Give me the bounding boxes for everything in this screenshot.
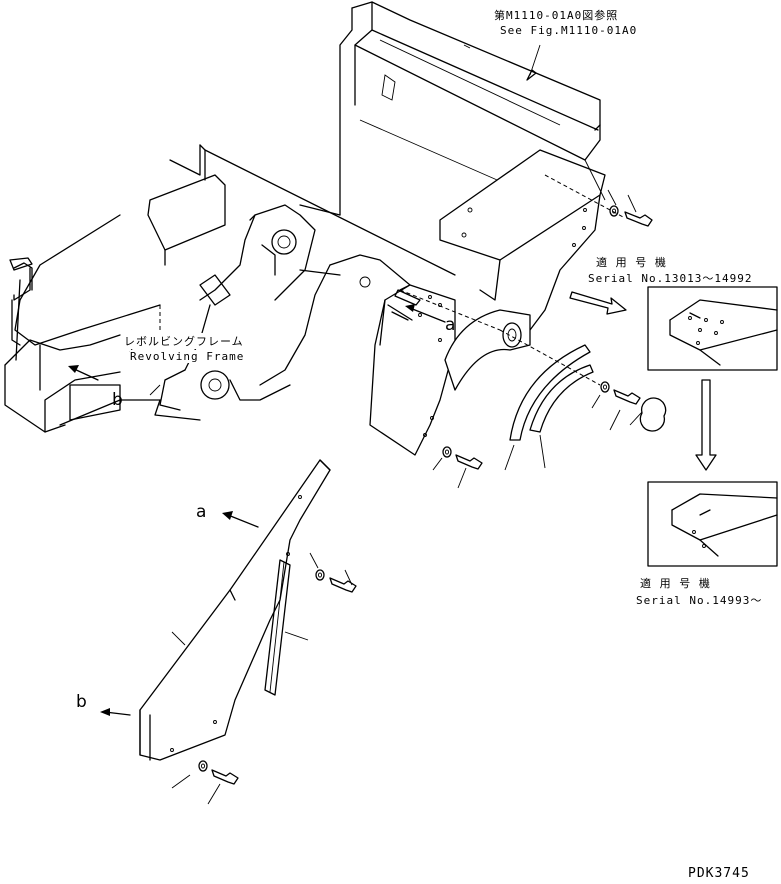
bolt-set-upper [584,159,653,227]
drawing-code: PDK3745 [688,866,750,881]
mark-b-lower: b [76,692,87,712]
revolving-frame [4,144,456,433]
serial-top-label-jp: 適 用 号 機 [596,256,667,269]
revolving-frame-label-en: Revolving Frame [130,350,245,363]
detached-seal-strip [264,559,291,696]
serial-top-label-en: Serial No.13013～14992 [588,272,753,285]
counterweight-box [439,124,606,331]
bolt-set-bottom [171,760,239,805]
detail-arrow-right [569,291,627,315]
bolt-set-lower-center [432,434,546,489]
ref-fig-label-en: See Fig.M1110-01A0 [500,24,638,37]
serial-bottom-label-en: Serial No.14993～ [636,594,763,607]
ref-fig-label-jp: 第M1110-01A0図参照 [494,9,619,22]
mark-a-lower: a [196,502,207,522]
pivot-bracket [444,309,531,391]
mark-a-upper: a [445,315,456,335]
alignment-guides [159,174,626,386]
direction-arrows [68,304,446,716]
mark-b-upper: b [112,390,123,410]
right-side-cover [369,284,456,456]
arc-seal-strips [509,344,594,441]
serial-bottom-label-jp: 適 用 号 機 [640,577,711,590]
detail-box-upper [647,286,778,371]
revolving-frame-label-jp: レボルビングフレーム [124,333,244,349]
detail-arrow-down [695,379,717,471]
bolt-set-lower-left-panel [171,552,357,646]
upper-body-housing [299,1,601,216]
detail-box-lower [647,481,778,567]
detached-side-cover [139,459,331,761]
bolt-set-middle [591,381,667,432]
